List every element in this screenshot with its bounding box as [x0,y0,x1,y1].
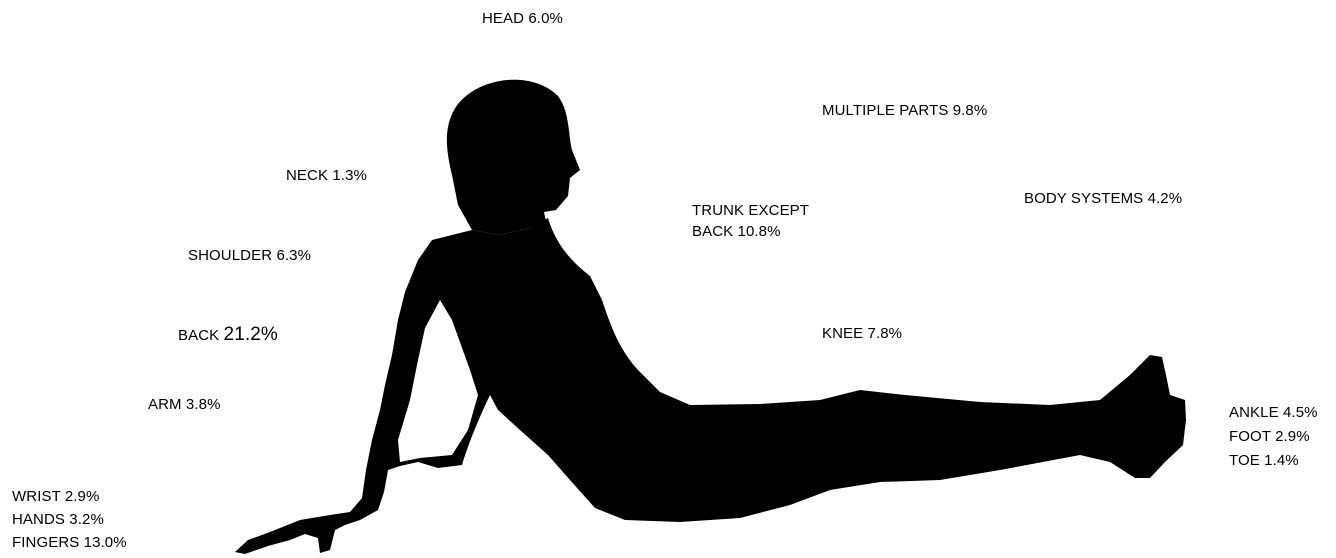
label-fingers-pct: 13.0% [84,534,127,551]
label-neck-part: NECK [286,167,328,184]
label-shoulder-pct: 6.3% [276,247,311,264]
label-neck: NECK 1.3% [286,165,367,186]
label-foot: FOOT 2.9% [1229,426,1318,447]
label-wrist-pct: 2.9% [65,488,100,505]
label-wrist-hands-fingers: WRIST 2.9% HANDS 3.2% FINGERS 13.0% [12,486,127,553]
label-ankle-pct: 4.5% [1283,404,1318,421]
label-toe: TOE 1.4% [1229,450,1318,471]
silhouette-body [235,218,1186,554]
label-multiple-parts-part: MULTIPLE PARTS [822,102,948,119]
label-head-part: HEAD [482,10,524,27]
label-trunk-line1: TRUNK EXCEPT [692,200,809,221]
label-toe-pct: 1.4% [1264,452,1299,469]
label-wrist-part: WRIST [12,488,61,505]
label-body-systems-pct: 4.2% [1148,190,1183,207]
label-body-systems-part: BODY SYSTEMS [1024,190,1143,207]
label-back: BACK 21.2% [178,324,278,346]
label-trunk-pct: 10.8% [738,223,781,240]
label-head-pct: 6.0% [528,10,563,27]
label-shoulder-part: SHOULDER [188,247,272,264]
label-arm-pct: 3.8% [186,396,221,413]
label-trunk-part2: BACK [692,223,733,240]
label-fingers-part: FINGERS [12,534,79,551]
label-foot-pct: 2.9% [1275,428,1310,445]
label-trunk-line2: BACK 10.8% [692,221,809,242]
label-knee-pct: 7.8% [868,325,903,342]
label-hands-part: HANDS [12,511,65,528]
label-body-systems: BODY SYSTEMS 4.2% [1024,188,1182,209]
label-knee: KNEE 7.8% [822,323,902,344]
label-head: HEAD 6.0% [482,8,563,29]
label-multiple-parts-pct: 9.8% [953,102,988,119]
label-hands: HANDS 3.2% [12,509,127,530]
label-back-part: BACK [178,327,219,344]
label-foot-part: FOOT [1229,428,1271,445]
label-hands-pct: 3.2% [69,511,104,528]
label-neck-pct: 1.3% [332,167,367,184]
label-multiple-parts: MULTIPLE PARTS 9.8% [822,100,987,121]
label-trunk: TRUNK EXCEPT BACK 10.8% [692,200,809,242]
label-arm-part: ARM [148,396,182,413]
label-wrist: WRIST 2.9% [12,486,127,507]
label-back-pct: 21.2% [224,324,278,345]
label-ankle: ANKLE 4.5% [1229,402,1318,423]
label-toe-part: TOE [1229,452,1260,469]
label-knee-part: KNEE [822,325,863,342]
label-ankle-foot-toe: ANKLE 4.5% FOOT 2.9% TOE 1.4% [1229,402,1318,471]
silhouette-head [447,80,580,235]
label-arm: ARM 3.8% [148,394,221,415]
label-shoulder: SHOULDER 6.3% [188,245,311,266]
label-ankle-part: ANKLE [1229,404,1279,421]
label-fingers: FINGERS 13.0% [12,532,127,553]
